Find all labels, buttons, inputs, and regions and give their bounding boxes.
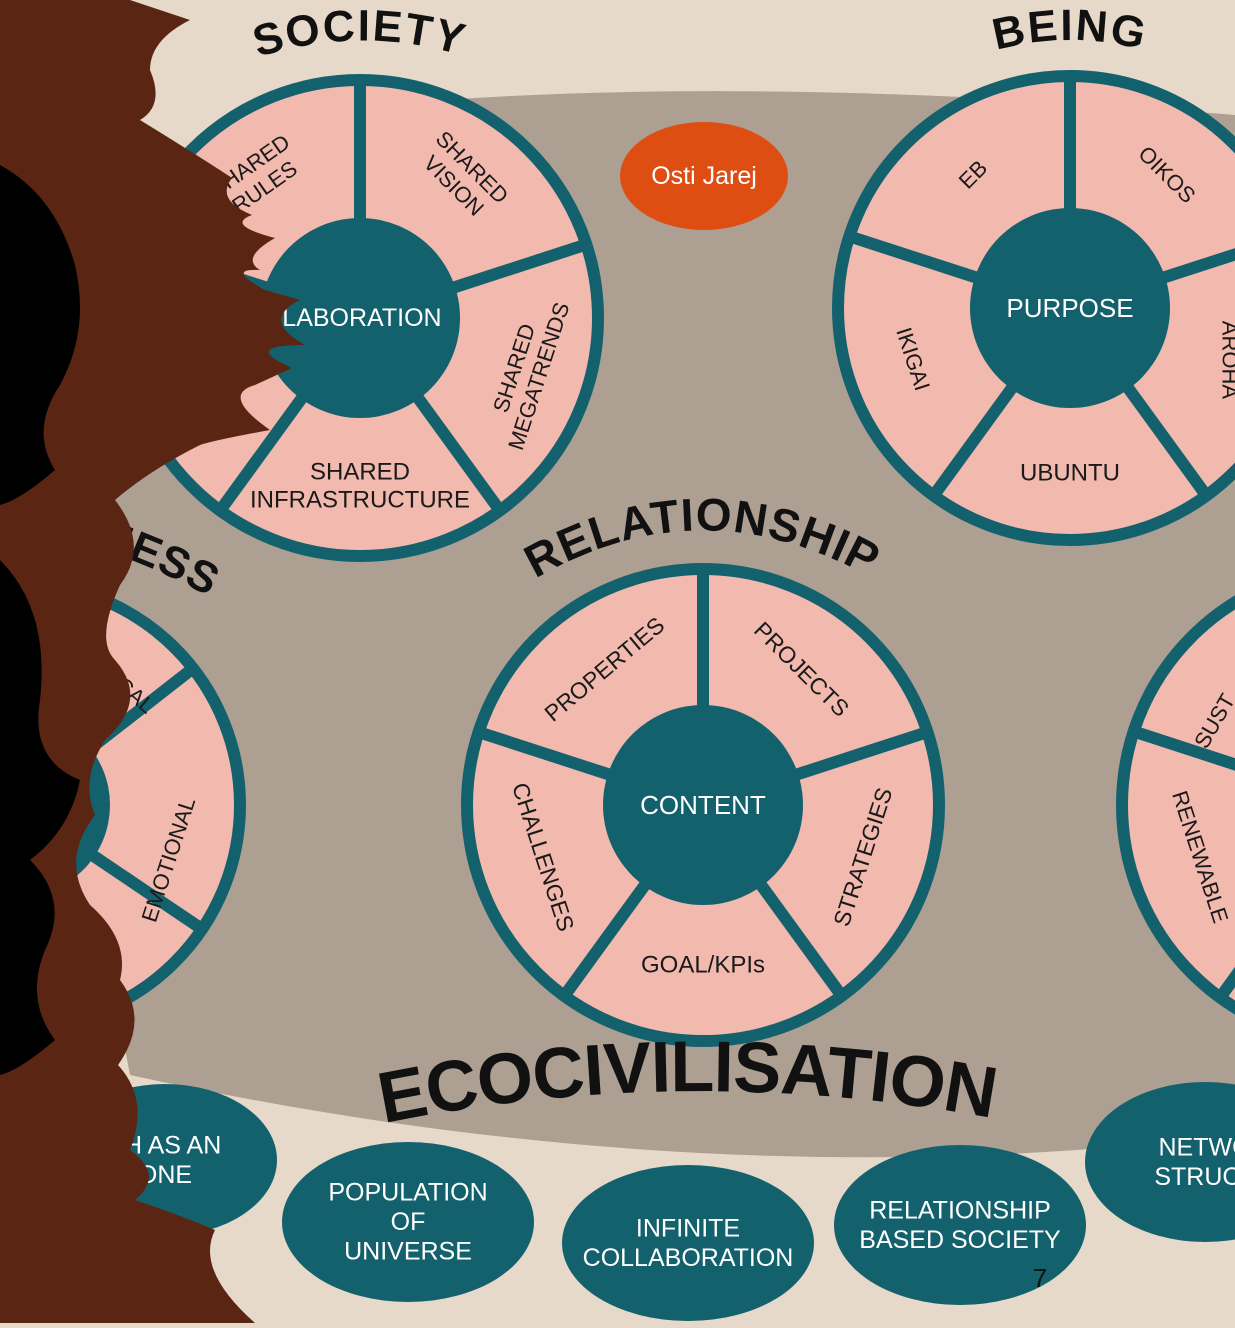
being-segment-divider bbox=[1158, 248, 1235, 285]
society-wheel: LLABORATIONSHAREDVISIONSHAREDMEGATRENDSS… bbox=[116, 74, 604, 562]
name-badge-label: Osti Jarej bbox=[651, 162, 757, 190]
society-segment-divider bbox=[410, 391, 505, 515]
society-wheel-hub bbox=[260, 218, 460, 418]
relationship-segment-divider bbox=[791, 726, 930, 782]
label-line: BASED SOCIETY bbox=[859, 1226, 1061, 1254]
sustainability-segment-divider bbox=[1131, 725, 1235, 771]
being-segment-label: AROHA bbox=[1217, 321, 1235, 400]
label-line: RELATIONSHIP bbox=[869, 1196, 1051, 1224]
label-line: OF bbox=[391, 1208, 426, 1236]
sustainability-segment-divider bbox=[1215, 966, 1235, 1002]
society-segment-divider bbox=[448, 238, 589, 295]
relationship-wheel-hub bbox=[603, 705, 803, 905]
label-line: UNIVERSE bbox=[344, 1238, 472, 1266]
svg-text:BEING: BEING bbox=[988, 1, 1152, 60]
being-title: BEING bbox=[988, 1, 1152, 60]
label-line: POPULATION bbox=[328, 1179, 487, 1207]
bottom-oval-shape bbox=[282, 1142, 534, 1302]
society-hub-label: LLABORATION bbox=[268, 304, 441, 332]
label-line: NETWO bbox=[1158, 1133, 1235, 1161]
label-line: GOAL/KPIs bbox=[641, 952, 765, 979]
being-wheel-hub bbox=[970, 208, 1170, 408]
relationship-segment-label: GOAL/KPIs bbox=[641, 952, 765, 979]
relationship-wheel: CONTENTPROJECTSSTRATEGIESGOAL/KPIsCHALLE… bbox=[461, 563, 945, 1047]
page-number: 7 bbox=[1033, 1263, 1047, 1293]
bottom-oval-shape bbox=[1085, 1082, 1235, 1242]
bottom-oval: NETWOSTRUCT bbox=[1085, 1082, 1235, 1242]
relationship-segment-divider bbox=[559, 878, 653, 1000]
relationship-segment-divider bbox=[476, 726, 615, 782]
label-line: SHARED bbox=[310, 458, 410, 485]
bottom-oval-shape bbox=[834, 1145, 1086, 1305]
being-segment-divider bbox=[847, 230, 982, 285]
label-line: STRUCT bbox=[1154, 1163, 1235, 1191]
being-segment-divider bbox=[1120, 381, 1212, 500]
sustainability-wheel-rim bbox=[1116, 595, 1235, 1015]
label-line: UBUNTU bbox=[1020, 460, 1120, 487]
name-badge: Osti Jarej bbox=[620, 122, 788, 230]
relationship-segment-divider bbox=[753, 878, 847, 1000]
society-segment-divider bbox=[215, 391, 310, 515]
label-line: INFRASTRUCTURE bbox=[250, 487, 470, 514]
being-segment-label: UBUNTU bbox=[1020, 460, 1120, 487]
head-silhouette bbox=[0, 0, 305, 1323]
consciousness-segment-divider bbox=[86, 848, 206, 935]
label-line: INFINITE bbox=[636, 1214, 740, 1242]
label-line: COLLABORATION bbox=[583, 1244, 794, 1272]
face-silhouette bbox=[0, 165, 80, 1075]
label-line: AROHA bbox=[1217, 321, 1235, 400]
relationship-hub-label: CONTENT bbox=[640, 790, 766, 820]
being-hub-label: PURPOSE bbox=[1006, 293, 1133, 323]
being-segment-divider bbox=[928, 381, 1020, 500]
name-badge-shape bbox=[620, 122, 788, 230]
bottom-oval-shape bbox=[562, 1165, 814, 1321]
bottom-oval-label: NETWOSTRUCT bbox=[1154, 1133, 1235, 1191]
